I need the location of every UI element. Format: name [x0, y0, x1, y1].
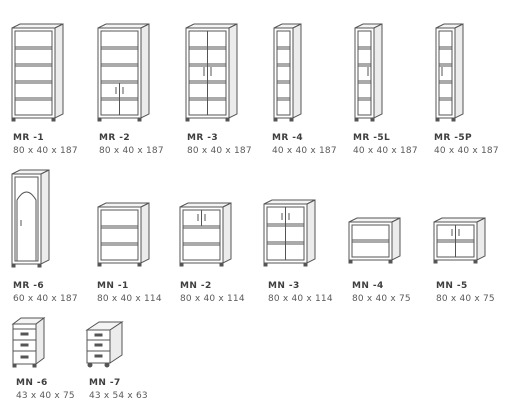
product-dimensions: 40 x 40 x 187 [272, 146, 337, 156]
mobile-drawer-unit-icon [85, 321, 124, 368]
wardrobe-icon [11, 169, 50, 268]
product-dimensions: 40 x 40 x 187 [353, 146, 418, 156]
product-dimensions: 43 x 54 x 63 [89, 391, 148, 401]
product-code: MR -2 [99, 133, 131, 143]
product-code: MN -2 [180, 281, 212, 291]
product-code: MR -6 [13, 281, 45, 291]
product-dimensions: 80 x 40 x 187 [13, 146, 78, 156]
product-dimensions: 60 x 40 x 187 [13, 294, 78, 304]
product-dimensions: 43 x 40 x 75 [16, 391, 75, 401]
bookcase-half-glass-icon [97, 23, 150, 122]
bookcase-glass-doors-icon [185, 23, 238, 122]
narrow-glass-cabinet-right-icon [435, 23, 464, 122]
mid-cabinet-top-doors-icon [179, 202, 232, 267]
low-cabinet-glass-doors-icon [433, 217, 486, 264]
narrow-bookcase-open-icon [273, 23, 302, 122]
product-code: MR -3 [187, 133, 219, 143]
product-code: MN -4 [352, 281, 384, 291]
product-code: MN -7 [89, 378, 121, 388]
low-bookcase-open-icon [348, 217, 401, 264]
product-code: MR -5P [434, 133, 473, 143]
product-dimensions: 40 x 40 x 187 [434, 146, 499, 156]
product-code: MR -5L [353, 133, 391, 143]
mid-bookcase-open-icon [97, 202, 150, 267]
drawer-pedestal-icon [11, 317, 46, 368]
product-dimensions: 80 x 40 x 75 [436, 294, 495, 304]
product-code: MR -1 [13, 133, 45, 143]
product-dimensions: 80 x 40 x 75 [352, 294, 411, 304]
mid-cabinet-glass-doors-icon [263, 199, 316, 267]
bookcase-open-icon [11, 23, 64, 122]
product-dimensions: 80 x 40 x 114 [180, 294, 245, 304]
product-dimensions: 80 x 40 x 187 [187, 146, 252, 156]
product-code: MR -4 [272, 133, 304, 143]
product-code: MN -5 [436, 281, 468, 291]
product-dimensions: 80 x 40 x 114 [268, 294, 333, 304]
product-code: MN -1 [97, 281, 129, 291]
product-code: MN -6 [16, 378, 48, 388]
product-code: MN -3 [268, 281, 300, 291]
narrow-glass-cabinet-left-icon [354, 23, 383, 122]
product-dimensions: 80 x 40 x 187 [99, 146, 164, 156]
product-dimensions: 80 x 40 x 114 [97, 294, 162, 304]
